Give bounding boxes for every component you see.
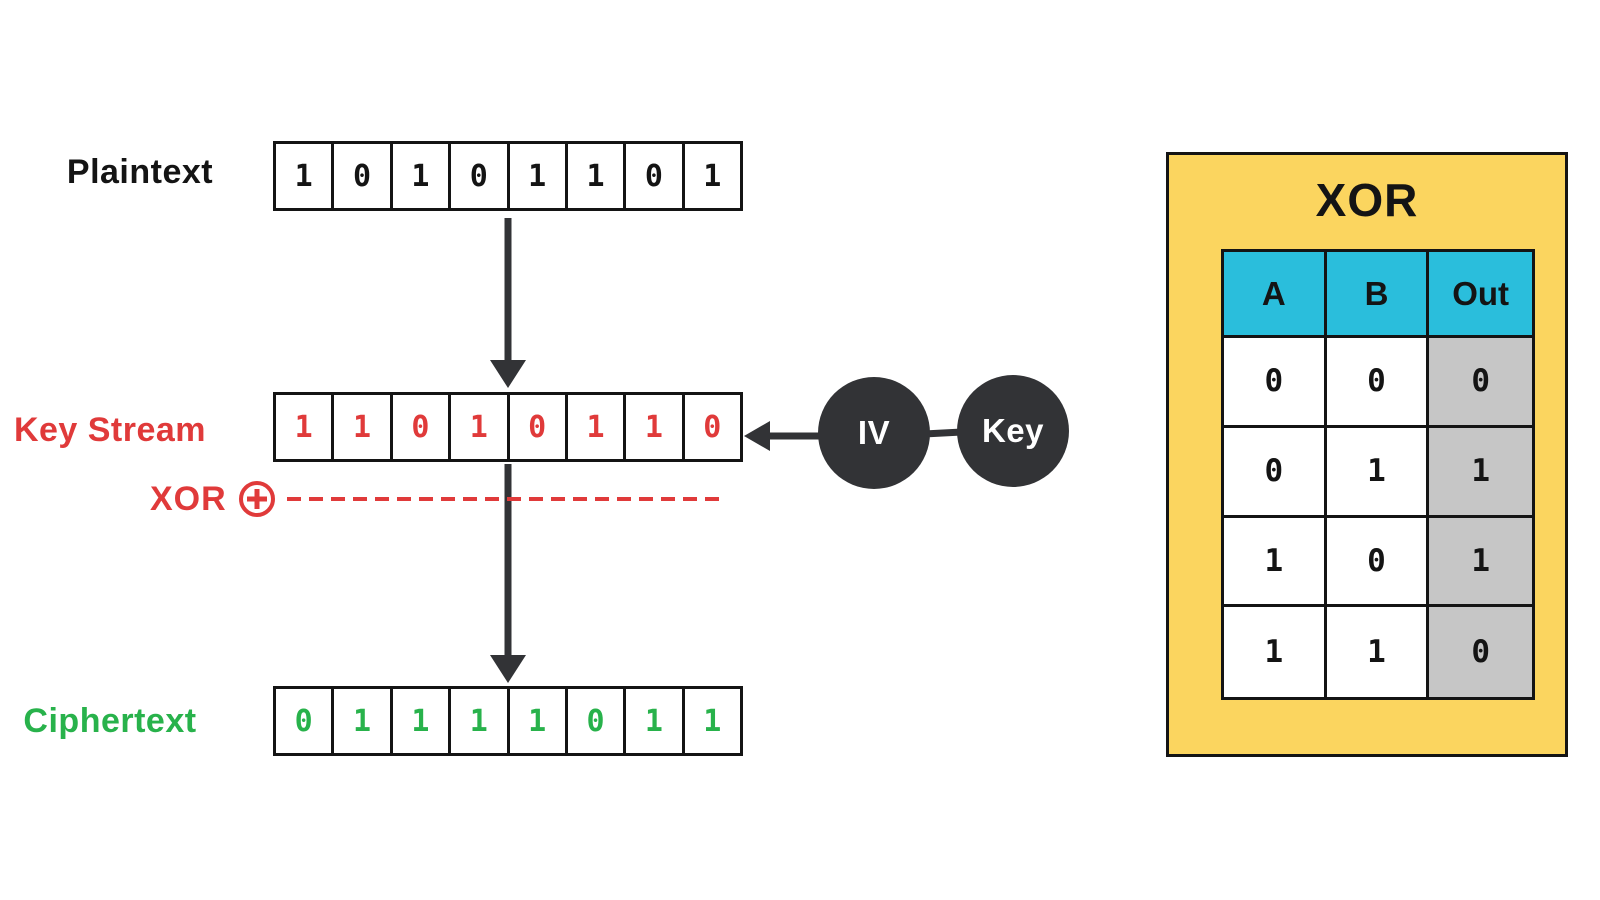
xor-table-cell: 1 [1224,517,1327,608]
ciphertext-bit-cell: 1 [331,689,389,753]
keystream-bit-cell: 1 [448,395,506,459]
ciphertext-bit-cell: 1 [506,689,565,753]
xor-table-header-out: Out [1429,252,1532,338]
xor-operator-label: XOR [150,479,227,518]
keystream-to-ciphertext-arrowhead-icon [490,655,526,683]
xor-table-cell: 0 [1326,338,1430,428]
plaintext-bit-cell: 1 [389,144,448,208]
xor-table-title: XOR [1315,174,1419,226]
iv-node-label: IV [857,414,891,451]
keystream-bit-cell: 1 [623,395,681,459]
xor-table-header-a: A [1224,252,1327,338]
xor-table-cell: 1 [1326,427,1430,518]
keystream-bit-cell: 1 [564,395,623,459]
xor-table-out-cell: 0 [1429,607,1532,697]
iv-to-keystream-arrowhead-icon [744,421,770,451]
ciphertext-bit-cell: 0 [294,703,313,739]
plaintext-bit-cell: 1 [294,158,313,194]
ciphertext-label: Ciphertext [23,702,197,740]
xor-table-out-cell: 1 [1429,427,1532,518]
plaintext-bit-row: 1 0 1 0 1 1 0 1 [273,141,743,211]
keystream-bit-row: 1 1 0 1 0 1 1 0 [273,392,743,462]
xor-table-cell: 0 [1326,517,1430,608]
xor-operator-row: XOR [150,480,725,518]
xor-table-cell: 1 [1326,607,1430,697]
ciphertext-bit-row: 0 1 1 1 1 0 1 1 [273,686,743,756]
key-node-label: Key [981,412,1045,449]
plaintext-bit-cell: 1 [564,144,623,208]
plaintext-label: Plaintext [66,153,214,191]
ciphertext-bit-cell: 1 [389,689,448,753]
xor-circle-plus-icon [238,481,275,517]
key-node: Key [957,375,1069,487]
plaintext-bit-cell: 1 [681,144,740,208]
xor-table-out-cell: 0 [1429,338,1532,428]
plaintext-bit-cell: 0 [623,144,681,208]
plaintext-bit-cell: 0 [331,144,389,208]
xor-table-header-b: B [1326,252,1430,338]
plaintext-bit-cell: 1 [506,144,565,208]
keystream-bit-cell: 1 [294,409,313,445]
ciphertext-bit-cell: 1 [448,689,506,753]
iv-node: IV [818,377,930,489]
keystream-label: Key Stream [13,411,207,449]
xor-truth-table-panel: XOR A B Out 0 0 0 0 1 1 1 0 1 1 1 0 [1166,152,1568,757]
keystream-bit-cell: 0 [389,395,448,459]
xor-table-cell: 0 [1224,427,1327,518]
keystream-bit-cell: 0 [506,395,565,459]
keystream-bit-cell: 0 [681,395,740,459]
xor-dashed-line [286,497,725,501]
xor-truth-table: A B Out 0 0 0 0 1 1 1 0 1 1 1 0 [1221,249,1535,700]
plaintext-bit-cell: 0 [448,144,506,208]
ciphertext-bit-cell: 0 [564,689,623,753]
xor-table-cell: 0 [1224,338,1327,428]
xor-table-cell: 1 [1224,607,1327,697]
keystream-bit-cell: 1 [331,395,389,459]
plaintext-to-keystream-arrowhead-icon [490,360,526,388]
ciphertext-bit-cell: 1 [623,689,681,753]
ciphertext-bit-cell: 1 [681,689,740,753]
xor-table-out-cell: 1 [1429,517,1532,608]
